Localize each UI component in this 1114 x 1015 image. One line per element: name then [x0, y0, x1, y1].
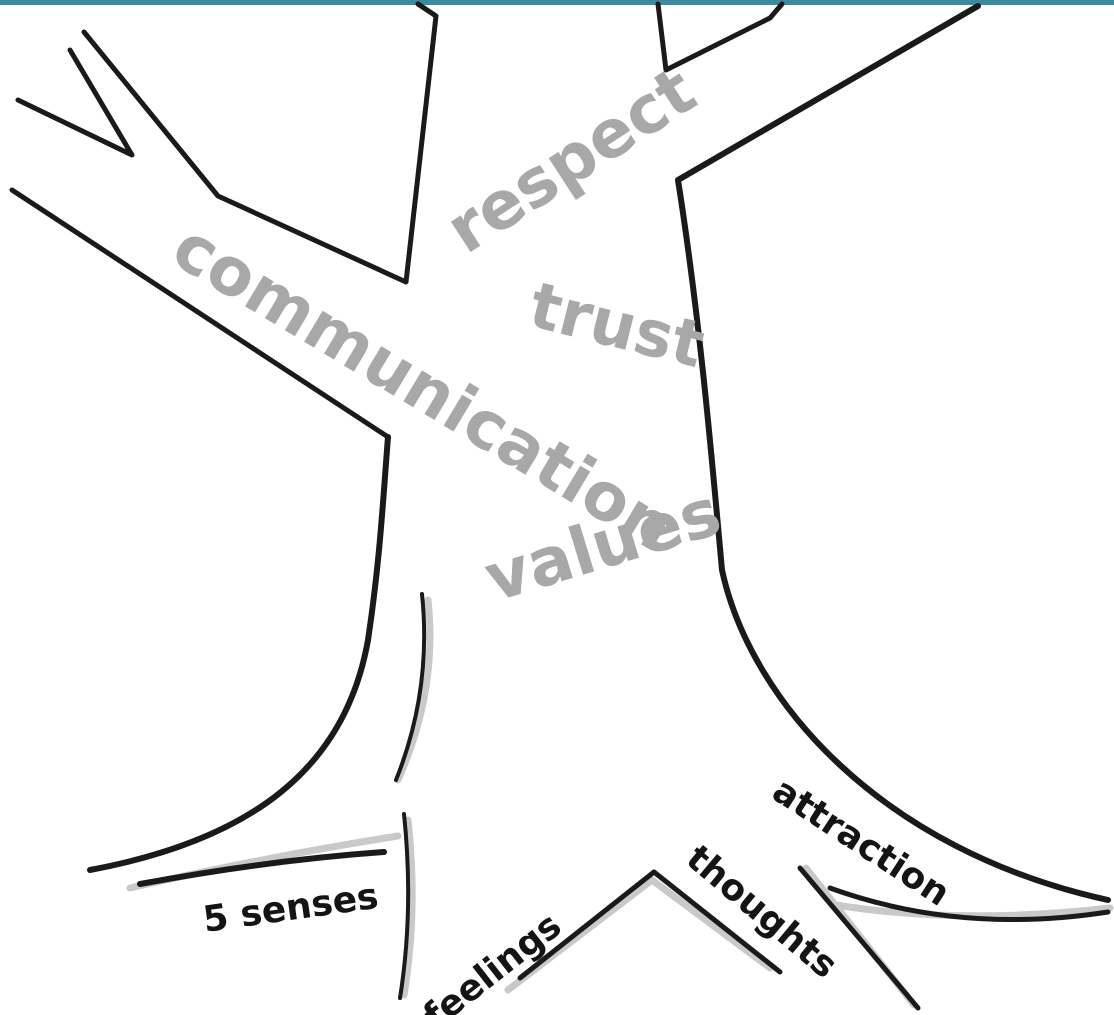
word-trust: trust [522, 269, 711, 383]
left-branch-fork [84, 4, 436, 282]
word-respect: respect [433, 52, 709, 269]
word-attraction: attraction [765, 770, 957, 914]
trunk-left-edge [90, 437, 388, 870]
word-5-senses: 5 senses [201, 876, 381, 941]
left-twig [18, 50, 132, 155]
upper-twig [658, 4, 782, 70]
root-right-outer-shadow [836, 905, 1110, 916]
trunk-right-edge [678, 6, 1108, 900]
tree-shadows [130, 600, 1110, 1005]
